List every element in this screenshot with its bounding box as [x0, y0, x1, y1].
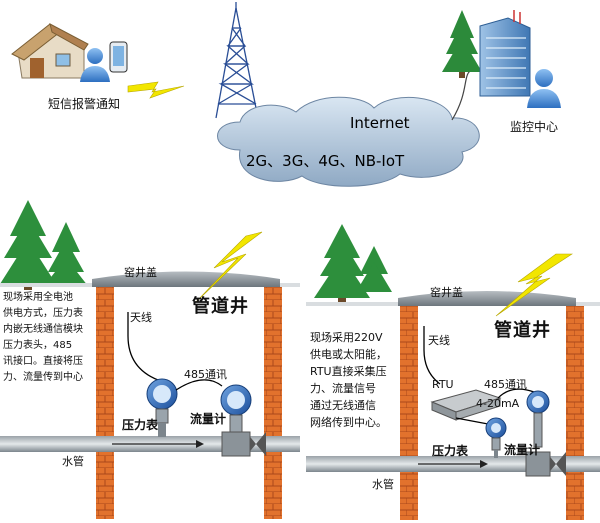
right-flow-meter-label: 流量计 [504, 443, 541, 457]
monitoring-building-icon [479, 10, 531, 97]
left-flow-meter-label: 流量计 [190, 412, 227, 426]
left-manhole-cover [92, 271, 280, 287]
cell-tower-icon [215, 2, 259, 119]
tree-icon [442, 10, 482, 78]
left-tree-icon [0, 200, 88, 290]
left-lightning-bolt-icon [195, 231, 263, 303]
right-description-line: 通过无线通信 [310, 399, 376, 412]
right-pressure-gauge-icon [485, 417, 507, 458]
left-description-line: 内嵌无线通信模块 [3, 324, 83, 335]
left-antenna-icon [127, 312, 159, 381]
left-flow-meter-icon [220, 384, 252, 457]
cloud-networks: 2G、3G、4G、NB-IoT [246, 152, 405, 170]
cloud-title: Internet [350, 114, 410, 132]
right-antenna-icon [423, 326, 441, 385]
left-antenna-label: 天线 [130, 311, 152, 324]
right-well-wall-right [566, 306, 584, 520]
left-485-label: 485通讯 [184, 368, 227, 381]
user-icon [80, 48, 110, 82]
right-manhole-cover [398, 291, 576, 306]
right-description-line: 供电或太阳能， [310, 348, 387, 361]
house-icon [11, 23, 89, 79]
rtu-box-icon [430, 389, 502, 421]
right-485-label: 485通讯 [484, 378, 527, 391]
sms-alert-label: 短信报警通知 [48, 97, 121, 111]
lightning-bolt-icon [127, 81, 185, 99]
left-manhole-cover-label: 窑井盖 [124, 266, 157, 279]
right-flow-meter-icon [525, 390, 551, 477]
left-well-title: 管道井 [192, 296, 249, 317]
right-pressure-gauge-label: 压力表 [432, 444, 469, 458]
left-description-line: 压力表头，485 [3, 340, 73, 351]
left-485-cable [175, 379, 223, 391]
right-lightning-bolt-icon [495, 253, 574, 317]
right-antenna-label: 天线 [428, 334, 450, 347]
internet-cloud [217, 96, 480, 187]
left-pressure-gauge-icon [146, 378, 178, 437]
right-description-line: 力、流量信号 [310, 382, 376, 395]
right-4-20ma-cable [455, 417, 489, 425]
right-description-line: RTU直接采集压 [310, 365, 387, 378]
right-description-line: 现场采用220V [310, 331, 383, 344]
rtu-label: RTU [432, 378, 454, 391]
right-485-cable [497, 388, 535, 399]
left-well-wall-right [264, 287, 282, 519]
left-description-line: 供电方式，压力表 [3, 308, 83, 319]
right-description: 现场采用220V 供电或太阳能， RTU直接采集压 力、流量信号 通过无线通信 … [309, 329, 388, 431]
left-pressure-gauge-label: 压力表 [122, 418, 159, 432]
left-well-wall-left [96, 287, 114, 519]
left-description-line: 力、流量传到中心 [3, 372, 83, 383]
right-well-title: 管道井 [494, 320, 551, 341]
operator-icon [527, 69, 561, 108]
left-water-pipe-label: 水管 [62, 455, 84, 468]
right-description-line: 网络传到中心。 [310, 416, 387, 429]
right-tree-icon [314, 224, 392, 304]
left-description: 现场采用全电池 供电方式，压力表 内嵌无线通信模块 压力表头，485 讯接口。直… [2, 290, 84, 386]
monitor-center-label: 监控中心 [510, 120, 559, 134]
right-manhole-cover-label: 窑井盖 [430, 286, 463, 299]
current-loop-label: 4-20mA [476, 397, 520, 410]
left-description-line: 讯接口。直接将压 [3, 356, 83, 367]
left-flow-arrow-head [196, 440, 204, 448]
right-well-wall-left [400, 306, 418, 520]
right-flow-arrow-head [480, 460, 488, 468]
left-description-line: 现场采用全电池 [3, 292, 73, 303]
phone-icon [109, 41, 128, 73]
right-water-pipe-label: 水管 [372, 478, 394, 491]
